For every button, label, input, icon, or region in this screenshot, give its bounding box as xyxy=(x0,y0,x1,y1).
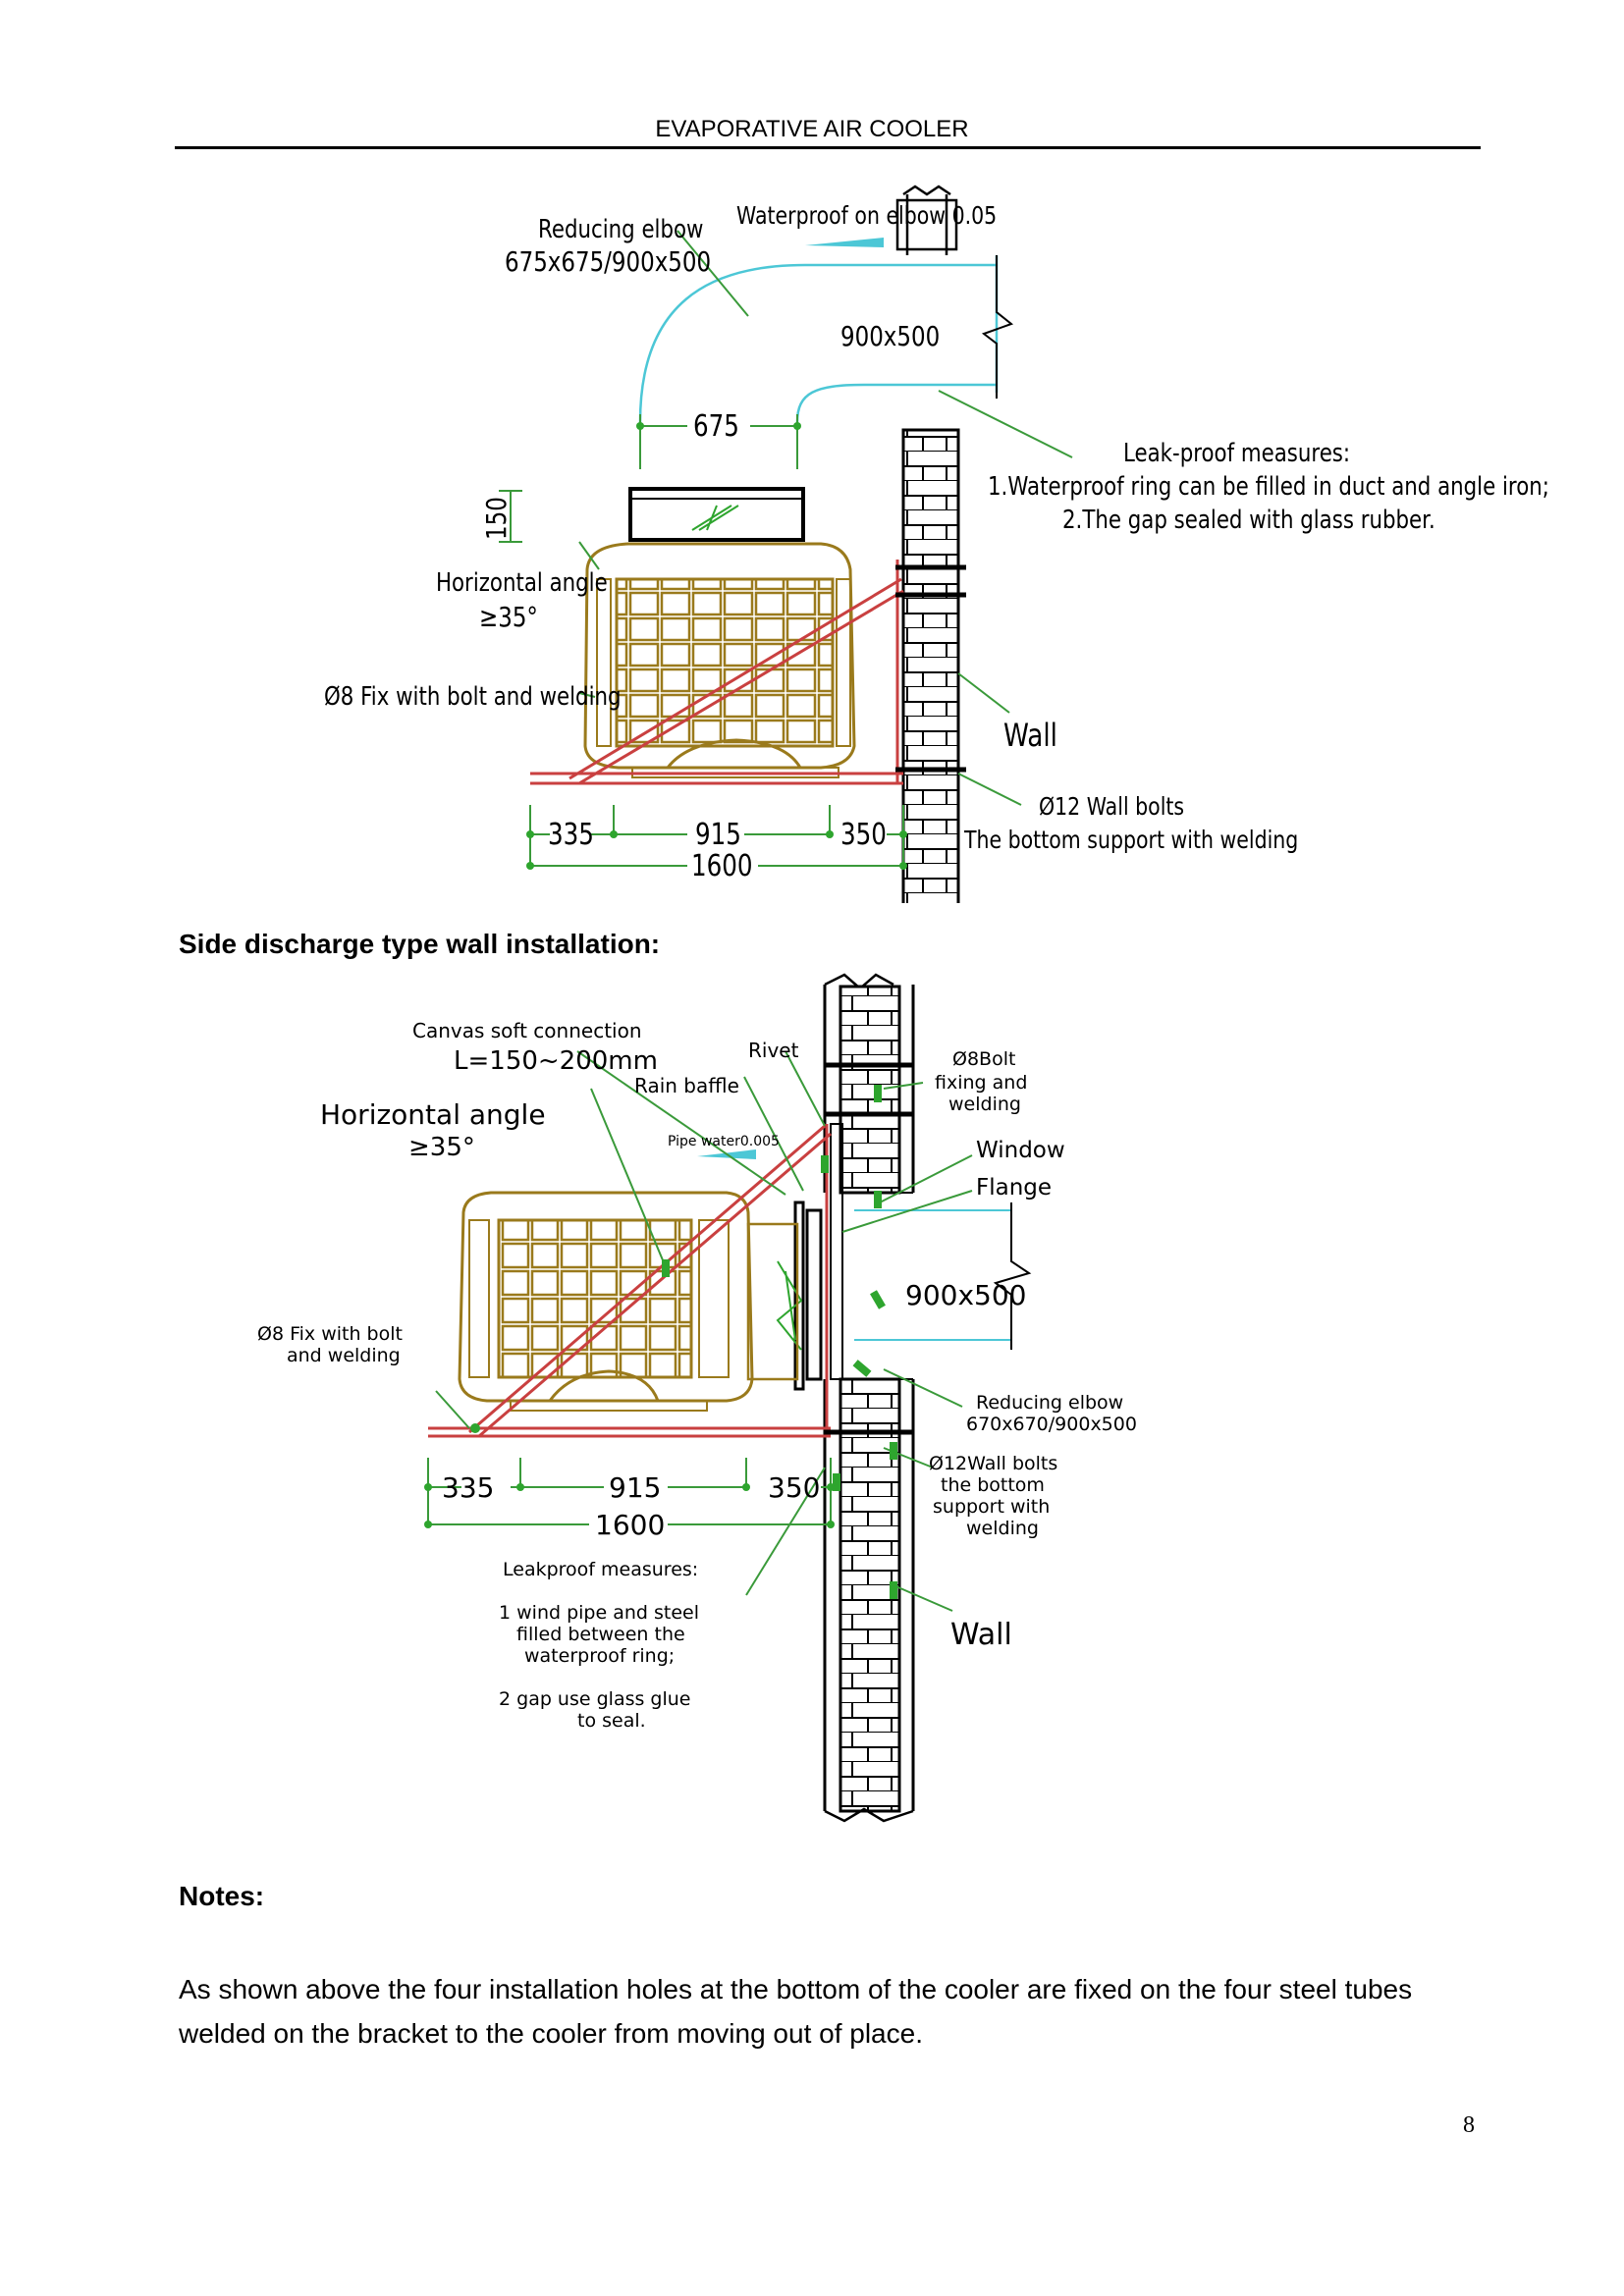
dimension-markers xyxy=(424,1423,835,1528)
page-header-title: EVAPORATIVE AIR COOLER xyxy=(655,116,969,142)
cooler-top-frame xyxy=(628,487,805,542)
rivet-label: Rivet xyxy=(748,1039,799,1062)
window-label: Window xyxy=(976,1138,1065,1163)
bolt-fixing-line-2: fixing and xyxy=(935,1072,1027,1094)
wall-bolts-line-4: welding xyxy=(966,1518,1039,1539)
reducing-elbow-size: 675x675/900x500 xyxy=(505,246,711,279)
dim-350-label: 350 xyxy=(768,1471,820,1504)
wall-bolts-line-2: the bottom xyxy=(941,1474,1045,1496)
dim-915-label: 915 xyxy=(609,1471,661,1504)
fix-bolt-line-2: and welding xyxy=(287,1345,401,1366)
water-flow-arrow xyxy=(805,238,884,247)
side-installation-diagram: Canvas soft connection L=150~200mm Rivet… xyxy=(257,973,1137,1823)
wall-bolts-label: Ø12 Wall bolts xyxy=(1039,793,1184,821)
reducing-elbow-title: Reducing elbow xyxy=(538,214,703,244)
wall-structure xyxy=(901,428,960,903)
header-divider xyxy=(175,146,1481,149)
top-pipe-stub xyxy=(895,185,958,255)
dim-350-label: 350 xyxy=(840,819,887,852)
leakproof-1-line-2: filled between the xyxy=(516,1624,685,1645)
leak-proof-item-1: 1.Waterproof ring can be filled in duct … xyxy=(988,471,1549,502)
wall-bolts-line-1: Ø12Wall bolts xyxy=(929,1453,1057,1474)
top-installation-diagram: Reducing elbow 675x675/900x500 Waterproo… xyxy=(324,185,1549,903)
wall-label: Wall xyxy=(1003,717,1057,753)
canvas-length-label: L=150~200mm xyxy=(454,1046,658,1076)
cooler-unit xyxy=(458,1191,799,1412)
dim-335-label: 335 xyxy=(548,819,594,852)
notes-body: As shown above the four installation hol… xyxy=(179,1974,1413,2049)
page-number: 8 xyxy=(1463,2112,1475,2138)
leak-proof-title: Leak-proof measures: xyxy=(1123,438,1350,468)
leakproof-2-line-1: 2 gap use glass glue xyxy=(499,1688,691,1710)
dim-915-label: 915 xyxy=(695,819,741,852)
duct-break-symbol xyxy=(981,255,1014,399)
canvas-pattern xyxy=(776,1260,803,1351)
dimension-markers xyxy=(526,422,907,870)
pipe-water-label: Pipe water0.005 xyxy=(668,1134,780,1149)
reducing-elbow-size: 670x670/900x500 xyxy=(966,1414,1137,1435)
horizontal-angle-value: ≥35° xyxy=(479,602,538,634)
leak-proof-item-2: 2.The gap sealed with glass rubber. xyxy=(1062,505,1435,535)
horizontal-angle-title: Horizontal angle xyxy=(320,1098,546,1131)
wall-bolts xyxy=(895,564,966,773)
duct-size-label: 900x500 xyxy=(840,321,940,353)
cooler-unit xyxy=(583,542,856,778)
support-bracket xyxy=(428,1124,832,1438)
green-fasteners xyxy=(662,1085,897,1599)
fix-bolt-line-1: Ø8 Fix with bolt xyxy=(257,1323,403,1345)
reducing-elbow-duct xyxy=(638,255,999,423)
leader-lines xyxy=(435,1050,973,1612)
side-discharge-heading: Side discharge type wall installation: xyxy=(179,929,661,959)
horizontal-angle-title: Horizontal angle xyxy=(436,567,608,598)
fix-bolt-welding-label: Ø8 Fix with bolt and welding xyxy=(324,681,622,712)
duct-outlet xyxy=(854,1209,1011,1341)
wall-bolts xyxy=(825,1062,913,1435)
duct-size-label: 900x500 xyxy=(905,1279,1026,1311)
wall-bolts-line-3: support with xyxy=(933,1496,1050,1518)
bolt-fixing-line-3: welding xyxy=(948,1094,1021,1115)
leakproof-title: Leakproof measures: xyxy=(503,1559,698,1580)
bottom-support-label: The bottom support with welding xyxy=(963,827,1298,854)
leakproof-2-line-2: to seal. xyxy=(577,1710,646,1732)
horizontal-angle-value: ≥35° xyxy=(408,1133,475,1162)
reducing-elbow-title: Reducing elbow xyxy=(976,1392,1123,1414)
dimension-lines xyxy=(427,1458,832,1526)
notes-heading: Notes: xyxy=(179,1881,265,1911)
leakproof-1-line-3: waterproof ring; xyxy=(524,1645,675,1667)
wall-label: Wall xyxy=(950,1618,1012,1652)
duct-break-symbol xyxy=(993,1202,1032,1350)
rain-baffle-label: Rain baffle xyxy=(634,1074,739,1097)
wall-structure xyxy=(823,973,915,1823)
leader-lines xyxy=(578,230,1073,806)
height-150-label: 150 xyxy=(481,497,514,540)
dim-335-label: 335 xyxy=(442,1471,494,1504)
flange-label: Flange xyxy=(976,1175,1052,1201)
dim-1600-label: 1600 xyxy=(691,850,753,883)
dim-1600-label: 1600 xyxy=(595,1509,665,1541)
canvas-connection-title: Canvas soft connection xyxy=(412,1019,642,1042)
leakproof-1-line-1: 1 wind pipe and steel xyxy=(499,1602,699,1624)
width-675-label: 675 xyxy=(693,410,739,444)
bolt-fixing-line-1: Ø8Bolt xyxy=(952,1048,1015,1070)
waterproof-elbow-label: Waterproof on elbow 0.05 xyxy=(736,202,997,230)
flange-and-canvas xyxy=(793,1201,823,1391)
